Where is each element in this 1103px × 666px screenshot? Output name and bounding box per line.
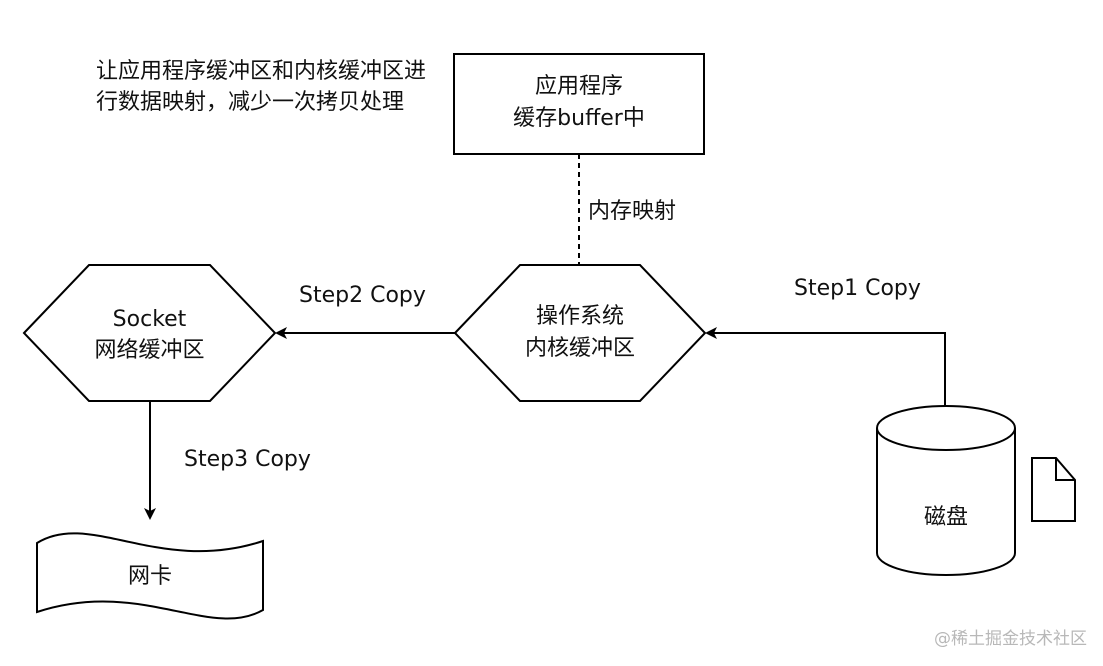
mmap-label: 内存映射 (588, 199, 677, 224)
description-note: 让应用程序缓冲区和内核缓冲区进行数据映射，减少一次拷贝处理 (96, 59, 427, 115)
step2-label: Step2 Copy (299, 283, 426, 308)
kernel-buffer-label-line1: 操作系统 (535, 304, 624, 329)
socket-buffer-label-line1: Socket (112, 307, 187, 332)
nic-label: 网卡 (127, 564, 172, 589)
kernel-buffer-hexagon (453, 264, 707, 402)
step1-label: Step1 Copy (794, 276, 921, 301)
disk-cylinder (876, 405, 1016, 576)
kernel-buffer-label-line2: 内核缓冲区 (524, 336, 635, 361)
disk-label: 磁盘 (923, 505, 968, 530)
step3-label: Step3 Copy (184, 447, 311, 472)
step1-arrow (705, 327, 946, 415)
app-buffer-label-line1: 应用程序 (534, 74, 623, 99)
app-buffer-label-line2: 缓存buffer中 (513, 106, 645, 131)
document-icon (1031, 457, 1076, 522)
app-buffer-box (453, 53, 705, 155)
nic-tape-shape (36, 532, 264, 620)
watermark: @稀土掘金技术社区 (934, 629, 1087, 649)
socket-buffer-label-line2: 网络缓冲区 (94, 338, 205, 363)
